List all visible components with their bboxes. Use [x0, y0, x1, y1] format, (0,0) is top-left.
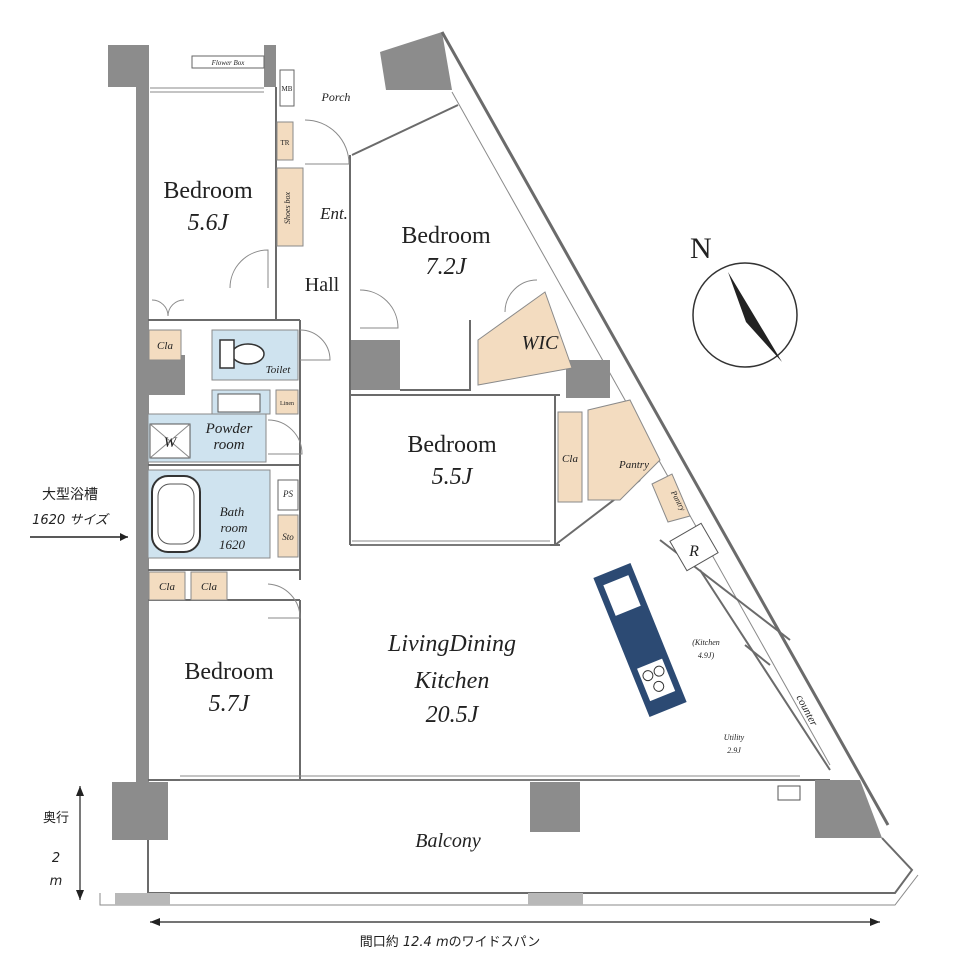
cla-sw2-area [190, 571, 228, 601]
flower-box-label: Flower Box [211, 59, 246, 67]
wic-area [477, 291, 573, 386]
refrigerator-icon [669, 522, 719, 572]
pantry1-label: Pantry [618, 459, 649, 471]
stove-icon [635, 657, 677, 703]
bath-line1: Bath [220, 504, 245, 519]
wic-label: WIC [522, 332, 559, 354]
bathtub-title: 大型浴槽 [42, 487, 98, 503]
tr-label: TR [281, 139, 290, 147]
shoes-box-label: Shoes box [283, 191, 292, 224]
depth-label-3: m [50, 874, 63, 889]
bathtub-icon [151, 475, 201, 553]
bath-size: 1620 [219, 537, 246, 552]
compass-label: N [690, 232, 712, 265]
cla-nw-label: Cla [157, 340, 173, 352]
room-labels: Bedroom 5.6J Bedroom 7.2J Bedroom 5.5J B… [163, 90, 820, 852]
storage-zones [147, 121, 691, 601]
sto-area [277, 514, 299, 558]
door-closet-nw [151, 299, 185, 317]
bedroom-sw-size: 5.7J [209, 691, 251, 717]
sink-icon [217, 393, 261, 413]
bath-line2: room [221, 520, 248, 535]
depth-label-2: 2 [52, 851, 60, 866]
washer-label: W [164, 435, 178, 451]
kitchen-island [593, 562, 687, 718]
powder-line1: Powder [205, 421, 253, 437]
depth-label-1: 奥行 [43, 811, 69, 826]
tr-area [276, 121, 294, 161]
toilet-label: Toilet [266, 364, 292, 376]
cla-sw2-label: Cla [201, 581, 217, 593]
sto-label: Sto [282, 532, 294, 542]
bedroom-nw-name: Bedroom [163, 178, 253, 204]
bedroom-sw-name: Bedroom [184, 659, 274, 685]
outer-walls [99, 31, 919, 906]
door-n-bedroom [359, 289, 399, 329]
annotations: 大型浴槽 1620 サイズ 奥行 2 m 間口約 12.4 mのワイドスパン [30, 487, 880, 950]
ps-label: PS [282, 489, 293, 499]
refrigerator-label: R [688, 543, 699, 560]
compass: N [690, 232, 798, 368]
utility-name: Utility [724, 733, 745, 742]
cla-sw1-area [148, 571, 186, 601]
north-arrow-icon [728, 272, 782, 362]
door-toilet [299, 329, 331, 361]
utility-sink-icon [777, 785, 801, 801]
balcony-label: Balcony [415, 830, 481, 852]
pantry-small-area [651, 473, 691, 523]
door-nw-bedroom [229, 249, 269, 289]
entrance-label: Ent. [319, 204, 348, 223]
mb-box [279, 69, 295, 107]
bedroom-nw-size: 5.6J [188, 210, 230, 236]
door-entrance [304, 119, 350, 165]
linen-area [275, 389, 299, 415]
window-lines [150, 87, 800, 781]
bedroom-n-size: 7.2J [426, 254, 468, 280]
bedroom-c-size: 5.5J [432, 464, 474, 490]
cla-c-label: Cla [562, 453, 578, 465]
fixture-labels: Flower Box MB TR Shoes box Linen PS Sto … [157, 59, 699, 593]
ldk-size: 20.5J [426, 702, 480, 728]
bathtub-size: 1620 サイズ [32, 512, 110, 528]
bedroom-n-name: Bedroom [401, 223, 491, 249]
width-label: 間口約 12.4 mのワイドスパン [360, 935, 541, 950]
toilet-icon [231, 343, 265, 365]
porch-label: Porch [321, 90, 351, 104]
pantry-area [587, 399, 661, 501]
ps-box [277, 479, 299, 511]
kitchen-sink-icon [602, 573, 643, 618]
fixtures [149, 55, 801, 801]
door-sw-bedroom [267, 583, 301, 619]
hall-label: Hall [305, 274, 340, 296]
cla-nw-area [148, 329, 182, 361]
ldk-line1: LivingDining [387, 631, 516, 657]
cla-sw1-label: Cla [159, 581, 175, 593]
bedroom-c-name: Bedroom [407, 432, 497, 458]
door-wic [504, 279, 538, 313]
linen-label: Linen [280, 401, 294, 407]
shoes-box-area [276, 167, 304, 247]
cla-c-area [557, 411, 583, 503]
kitchen-note-line2: 4.9J) [698, 651, 715, 660]
ldk-line2: Kitchen [414, 668, 490, 694]
flower-box [191, 55, 265, 69]
mb-label: MB [282, 85, 293, 93]
powder-line2: room [213, 437, 244, 453]
utility-size: 2.9J [727, 746, 741, 755]
kitchen-note-line1: (Kitchen [692, 638, 720, 647]
door-powder [267, 419, 303, 455]
